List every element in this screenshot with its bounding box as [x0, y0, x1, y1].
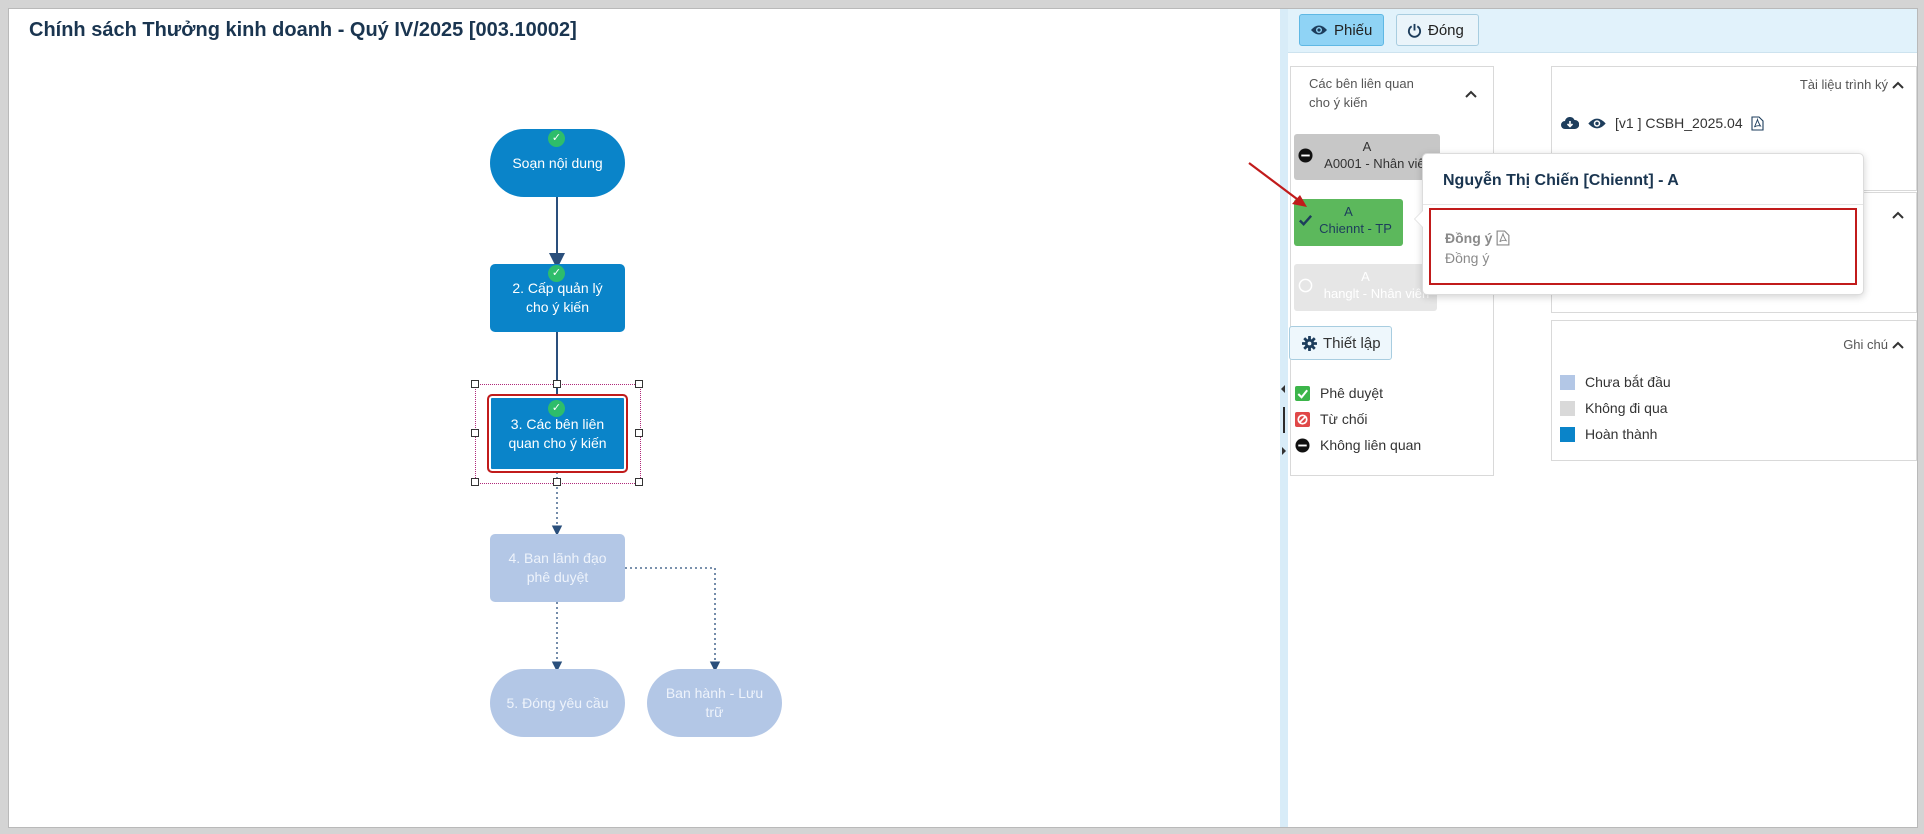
resize-handle-sw[interactable]: [471, 478, 479, 486]
collapse-left-icon[interactable]: [1281, 385, 1285, 393]
note-label: Chưa bắt đầu: [1585, 374, 1671, 390]
note-item-hoan-thanh: Hoàn thành: [1560, 426, 1657, 442]
check-icon: ✓: [548, 130, 565, 147]
workflow-node-dong-yeu-cau[interactable]: 5. Đóng yêu cầu: [490, 669, 625, 737]
eye-icon: [1311, 25, 1327, 35]
workflow-node-ban-hanh-luu-tru[interactable]: Ban hành - Lưu trữ: [647, 669, 782, 737]
party-line2: Chiennt - TP: [1319, 221, 1392, 236]
party-line2: hanglt - Nhân viên: [1323, 286, 1430, 301]
party-item-a0001[interactable]: A A0001 - Nhân viên: [1294, 134, 1440, 180]
doc-file-row: [v1 ] CSBH_2025.04: [1561, 115, 1764, 131]
note-item-chua-bat-dau: Chưa bắt đầu: [1560, 374, 1671, 390]
pdf-file-icon[interactable]: [1751, 115, 1764, 131]
approver-popover: Nguyễn Thị Chiến [Chiennt] - A Đồng ý Đồ…: [1414, 153, 1864, 295]
right-panel: Phiếu Đóng Các bên liên quan cho ý kiến …: [1288, 9, 1917, 827]
notes-panel-title: Ghi chú: [1843, 337, 1888, 352]
comment-text: Đồng ý: [1445, 250, 1490, 266]
color-swatch: [1560, 374, 1575, 390]
party-item-hanglt[interactable]: A hanglt - Nhân viên: [1294, 264, 1437, 311]
party-item-chiennt[interactable]: A Chiennt - TP: [1294, 199, 1403, 246]
node-label: 3. Các bên liên quan cho ý kiến: [508, 415, 607, 451]
collapse-chevron-icon[interactable]: [1891, 78, 1905, 92]
reject-icon: [1295, 411, 1310, 427]
collapse-chevron-icon[interactable]: [1464, 87, 1478, 101]
popover-title: Nguyễn Thị Chiến [Chiennt] - A: [1443, 172, 1679, 189]
dong-button[interactable]: Đóng: [1396, 14, 1479, 46]
cloud-download-icon[interactable]: [1561, 116, 1579, 131]
gear-icon: [1302, 335, 1317, 351]
thiet-lap-label: Thiết lập: [1323, 334, 1381, 352]
check-icon: [1299, 215, 1313, 227]
legend-label: Không liên quan: [1320, 437, 1422, 453]
party-line1: A: [1362, 139, 1372, 154]
minus-circle-icon: [1298, 148, 1313, 163]
parties-panel-title: Các bên liên quan cho ý kiến: [1309, 76, 1414, 110]
legend-item-phe-duyet: Phê duyệt: [1295, 385, 1383, 401]
check-icon: ✓: [548, 400, 565, 417]
splitter-grip[interactable]: [1283, 407, 1285, 433]
notes-panel: [1551, 320, 1917, 461]
note-label: Không đi qua: [1585, 400, 1668, 416]
resize-handle-nw[interactable]: [471, 380, 479, 388]
node-label: 4. Ban lãnh đạo phê duyệt: [508, 550, 607, 585]
popover-body: Đồng ý Đồng ý: [1429, 208, 1857, 285]
node-label: Soạn nội dung: [512, 154, 603, 171]
thiet-lap-button[interactable]: Thiết lập: [1289, 326, 1392, 360]
phieu-label: Phiếu: [1334, 21, 1373, 39]
party-line1: A: [1361, 269, 1370, 284]
dong-label: Đóng: [1428, 21, 1464, 39]
collapse-right-icon[interactable]: [1282, 447, 1286, 455]
node-label: 5. Đóng yêu cầu: [506, 694, 609, 711]
check-square-icon: [1295, 385, 1310, 401]
toolbar: Phiếu Đóng: [1288, 9, 1917, 53]
resize-handle-e[interactable]: [635, 429, 643, 437]
workflow-links: [549, 197, 721, 672]
annotation-arrow: [1248, 162, 1307, 207]
legend-label: Phê duyệt: [1320, 385, 1384, 401]
doc-file-name[interactable]: [v1 ] CSBH_2025.04: [1615, 115, 1743, 131]
minus-circle-icon: [1295, 437, 1310, 453]
popover-divider: [1423, 204, 1863, 205]
page-title: Chính sách Thưởng kinh doanh - Quý IV/20…: [29, 19, 577, 41]
link-n4-n6: [625, 567, 721, 672]
party-line1: A: [1344, 204, 1353, 219]
resize-handle-w[interactable]: [471, 429, 479, 437]
power-icon: [1407, 23, 1422, 38]
color-swatch: [1560, 400, 1575, 416]
circle-outline-icon: [1298, 278, 1313, 293]
workflow-node-ban-lanh-dao[interactable]: 4. Ban lãnh đạo phê duyệt: [490, 534, 625, 602]
check-icon: ✓: [548, 265, 565, 282]
docs-panel-title: Tài liệu trình ký: [1799, 77, 1888, 92]
collapse-chevron-icon[interactable]: [1891, 208, 1905, 222]
legend-item-tu-choi: Từ chối: [1295, 411, 1368, 427]
legend-label: Từ chối: [1320, 411, 1368, 427]
phieu-button[interactable]: Phiếu: [1299, 14, 1384, 46]
workflow-canvas: Chính sách Thưởng kinh doanh - Quý IV/20…: [9, 9, 1280, 827]
note-item-khong-di-qua: Không đi qua: [1560, 400, 1668, 416]
workflow-node-cap-quan-ly[interactable]: 2. Cấp quản lý cho ý kiến: [490, 264, 625, 332]
pdf-file-icon[interactable]: [1496, 230, 1510, 246]
node-label: 2. Cấp quản lý cho ý kiến: [512, 280, 603, 315]
resize-handle-ne[interactable]: [635, 380, 643, 388]
resize-handle-s[interactable]: [553, 478, 561, 486]
popover-caret-inner: [1415, 211, 1423, 227]
party-line2: A0001 - Nhân viên: [1324, 156, 1432, 171]
panel-splitter[interactable]: [1280, 9, 1288, 827]
app-window: Chính sách Thưởng kinh doanh - Quý IV/20…: [8, 8, 1918, 828]
resize-handle-se[interactable]: [635, 478, 643, 486]
decision-label: Đồng ý: [1445, 230, 1493, 246]
node-label: Ban hành - Lưu trữ: [665, 685, 764, 720]
collapse-chevron-icon[interactable]: [1891, 338, 1905, 352]
note-label: Hoàn thành: [1585, 426, 1658, 442]
color-swatch: [1560, 426, 1575, 442]
legend-item-khong-lien-quan: Không liên quan: [1295, 437, 1421, 453]
resize-handle-n[interactable]: [553, 380, 561, 388]
eye-icon[interactable]: [1587, 117, 1607, 130]
decision-row: Đồng ý: [1445, 230, 1510, 246]
